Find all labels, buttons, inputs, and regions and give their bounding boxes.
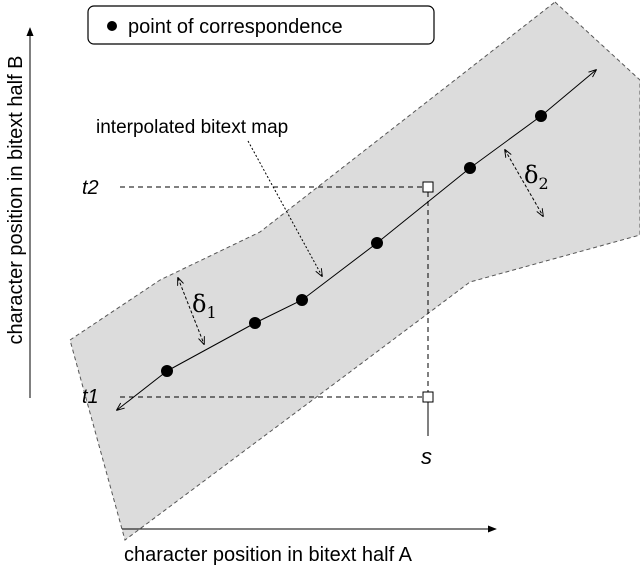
delta2-arrow xyxy=(505,150,543,216)
t1-label: t1 xyxy=(82,386,99,408)
correspondence-point xyxy=(161,365,173,377)
legend-text: point of correspondence xyxy=(128,16,343,38)
search-band xyxy=(69,1,640,541)
legend-marker-icon xyxy=(107,21,117,31)
t1-square-marker xyxy=(422,391,434,403)
delta1-label: δ1 xyxy=(192,290,217,322)
t2-label: t2 xyxy=(82,177,99,199)
x-axis-label: character position in bitext half A xyxy=(124,544,413,566)
map-arrow-lower xyxy=(117,370,168,410)
annotation-label: interpolated bitext map xyxy=(96,117,288,138)
correspondence-point xyxy=(535,110,547,122)
legend: point of correspondence xyxy=(87,5,435,45)
annotation-leader-line xyxy=(247,140,322,276)
t2-square-marker xyxy=(422,181,434,193)
delta1-arrow xyxy=(178,278,204,344)
correspondence-point xyxy=(371,237,383,249)
interpolated-bitext-map-line xyxy=(166,115,542,372)
correspondence-point xyxy=(464,162,476,174)
s-label: s xyxy=(421,444,432,469)
delta2-label: δ2 xyxy=(524,161,549,193)
correspondence-point xyxy=(296,294,308,306)
correspondence-points xyxy=(161,110,547,377)
correspondence-point xyxy=(249,317,261,329)
y-axis-label: character position in bitext half B xyxy=(5,55,27,344)
map-arrow-upper xyxy=(540,70,596,117)
